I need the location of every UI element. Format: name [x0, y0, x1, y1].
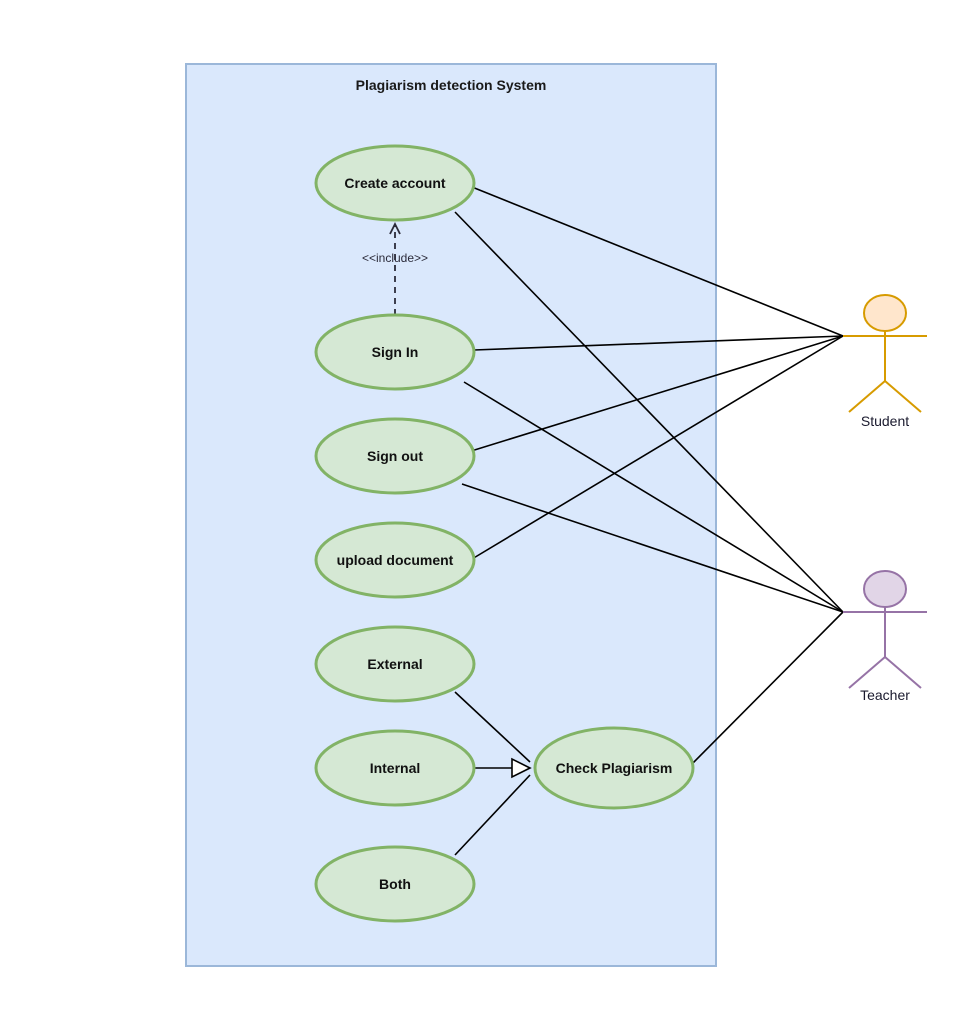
use-case-label: External: [367, 656, 422, 672]
use-case-internal[interactable]: Internal: [314, 729, 476, 807]
association-lines-layer: [454, 186, 844, 764]
use-case-ellipse: [314, 625, 476, 703]
use-case-ellipse: [314, 845, 476, 923]
use-case-label: upload document: [337, 552, 454, 568]
association-line-sign-out-student[interactable]: [467, 335, 844, 453]
association-line-sign-in-student[interactable]: [473, 335, 844, 351]
generalization-line-external-to-check[interactable]: [454, 691, 531, 763]
actor-label: Teacher: [860, 687, 910, 703]
use-case-sign-out[interactable]: Sign out: [314, 417, 476, 495]
association-line-sign-in-teacher[interactable]: [463, 381, 844, 613]
use-case-label: Sign In: [372, 344, 419, 360]
generalization-arrowhead-icon: [511, 757, 532, 779]
use-case-ellipse: [314, 521, 476, 599]
use-case-check-plagiarism[interactable]: Check Plagiarism: [533, 726, 695, 810]
use-case-ellipse: [314, 729, 476, 807]
include-arrowhead-icon: [389, 221, 401, 235]
use-case-ellipse: [314, 313, 476, 391]
actor-leg-right-icon: [884, 656, 922, 689]
actor-label: Student: [861, 413, 909, 429]
actor-head-icon: [863, 294, 907, 332]
use-case-ellipse: [314, 417, 476, 495]
include-relations-layer: <<include>>: [362, 221, 428, 315]
use-case-sign-in[interactable]: Sign In: [314, 313, 476, 391]
association-line-upload-document-student[interactable]: [471, 335, 844, 560]
actor-leg-left-icon: [848, 380, 886, 413]
use-case-label: Internal: [370, 760, 421, 776]
use-case-ellipse: [314, 144, 476, 222]
system-boundary-title: Plagiarism detection System: [356, 77, 547, 93]
use-case-ellipse: [533, 726, 695, 810]
actor-student[interactable]: Student: [843, 294, 927, 429]
use-case-upload-document[interactable]: upload document: [314, 521, 476, 599]
association-line-create-account-student[interactable]: [471, 186, 844, 337]
use-case-label: Create account: [344, 175, 445, 191]
use-case-label: Check Plagiarism: [556, 760, 673, 776]
generalization-lines-layer: [454, 691, 532, 856]
actor-head-icon: [863, 570, 907, 608]
include-stereotype-label: <<include>>: [362, 251, 428, 265]
actor-leg-right-icon: [884, 380, 922, 413]
association-line-check-plagiarism-teacher[interactable]: [692, 611, 844, 764]
use-case-label: Both: [379, 876, 411, 892]
association-line-create-account-teacher[interactable]: [454, 211, 844, 613]
use-case-label: Sign out: [367, 448, 423, 464]
generalization-line-both-to-check[interactable]: [454, 774, 531, 856]
association-line-sign-out-teacher[interactable]: [461, 483, 844, 613]
actor-teacher[interactable]: Teacher: [843, 570, 927, 703]
use-case-external[interactable]: External: [314, 625, 476, 703]
actor-leg-left-icon: [848, 656, 886, 689]
use-case-both[interactable]: Both: [314, 845, 476, 923]
use-case-create-account[interactable]: Create account: [314, 144, 476, 222]
system-boundary-box[interactable]: [185, 63, 717, 967]
